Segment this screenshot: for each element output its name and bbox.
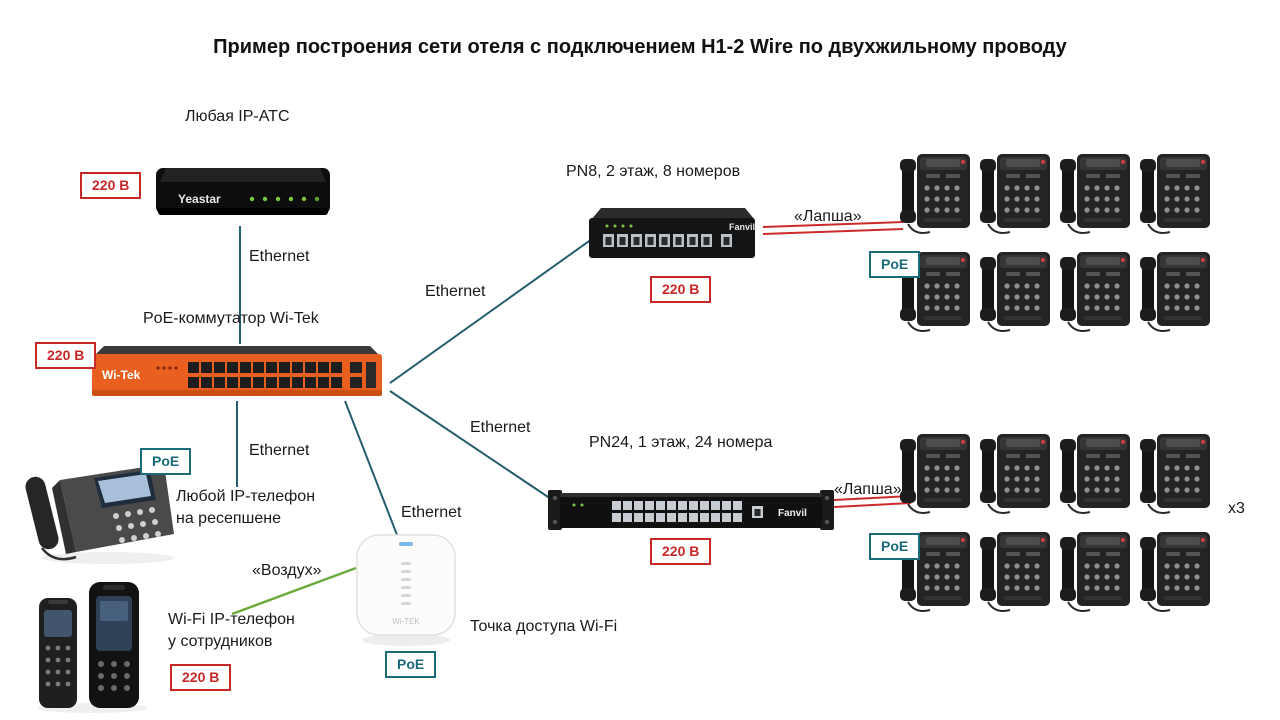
power-badge-wifi-phone: 220 В	[170, 664, 232, 691]
ip-phone-icon	[980, 430, 1052, 518]
pn24-label: PN24, 1 этаж, 24 номера	[589, 434, 773, 451]
core-switch-device: Wi-Tek	[92, 346, 382, 396]
wire-switch-pn24	[389, 390, 558, 504]
power-badge-pn8: 220 В	[650, 276, 712, 303]
ip-phone-icon	[900, 150, 972, 238]
ip-phone-icon	[1140, 248, 1212, 336]
ethernet-label-pn8: Ethernet	[425, 283, 486, 300]
power-badge-pbx: 220 В	[80, 172, 142, 199]
reception-phone-icon	[25, 464, 174, 564]
wire-lapsha-pn8-b	[762, 228, 904, 235]
ip-phone-icon	[1060, 430, 1132, 518]
pn8-brand-text: Fanvil	[729, 222, 755, 232]
wire-lapsha-pn24-a	[833, 495, 912, 501]
ethernet-label-pbx: Ethernet	[249, 248, 310, 265]
lapsha-label-pn24: «Лапша»	[834, 481, 902, 498]
ap-brand-text: Wi-TEK	[392, 617, 420, 626]
wire-switch-ap	[344, 400, 400, 541]
ip-phone-icon	[900, 430, 972, 518]
access-point-device: Wi-TEK	[356, 534, 456, 646]
ethernet-label-ap: Ethernet	[401, 504, 462, 521]
wire-switch-pn8	[389, 238, 593, 384]
ip-phone-icon	[1060, 150, 1132, 238]
power-badge-pn24: 220 В	[650, 538, 712, 565]
ip-phone-icon	[980, 248, 1052, 336]
ip-pbx-label: Любая IP-АТС	[185, 108, 290, 125]
reception-phone-label: Любой IP-телефон на ресепшене	[176, 488, 316, 527]
pn8-label: PN8, 2 этаж, 8 номеров	[566, 163, 741, 180]
multiplier-label: x3	[1228, 500, 1245, 517]
access-point-label: Точка доступа Wi-Fi	[470, 618, 618, 635]
power-badge-switch: 220 В	[35, 342, 97, 369]
pn24-brand-text: Fanvil	[778, 508, 807, 519]
ethernet-label-pn24: Ethernet	[470, 419, 531, 436]
wire-air-wifi	[231, 566, 357, 616]
phone-group-floor1	[900, 430, 1212, 616]
poe-badge-reception: PoE	[140, 448, 192, 475]
diagram-title: Пример построения сети отеля с подключен…	[213, 36, 1067, 58]
poe-badge-ap: PoE	[385, 651, 437, 678]
ip-phone-icon	[1060, 528, 1132, 616]
ethernet-label-reception: Ethernet	[249, 442, 310, 459]
vozduh-label: «Воздух»	[252, 562, 322, 579]
pn8-device: Fanvil	[589, 208, 755, 258]
ip-pbx-device: Yeastar	[156, 168, 330, 215]
ip-phone-icon	[980, 150, 1052, 238]
ip-phone-icon	[1140, 528, 1212, 616]
pn24-device: Fanvil	[548, 490, 834, 530]
ip-phone-icon	[1140, 430, 1212, 518]
wire-lapsha-pn8-a	[762, 221, 904, 228]
core-switch-brand-text: Wi-Tek	[102, 368, 141, 382]
phone-group-floor2	[900, 150, 1212, 336]
wifi-phone-label: Wi-Fi IP-телефон у сотрудников	[168, 611, 295, 650]
poe-badge-pn8: PoE	[869, 251, 921, 278]
ip-phone-icon	[980, 528, 1052, 616]
poe-badge-pn24: PoE	[869, 533, 921, 560]
pbx-brand-text: Yeastar	[178, 192, 221, 206]
lapsha-label-pn8: «Лапша»	[794, 208, 862, 225]
wire-lapsha-pn24-b	[833, 502, 912, 508]
ip-phone-icon	[1140, 150, 1212, 238]
core-switch-label: PoE-коммутатор Wi-Tek	[143, 310, 319, 327]
wifi-handsets-icon	[38, 582, 148, 713]
ip-phone-icon	[1060, 248, 1132, 336]
